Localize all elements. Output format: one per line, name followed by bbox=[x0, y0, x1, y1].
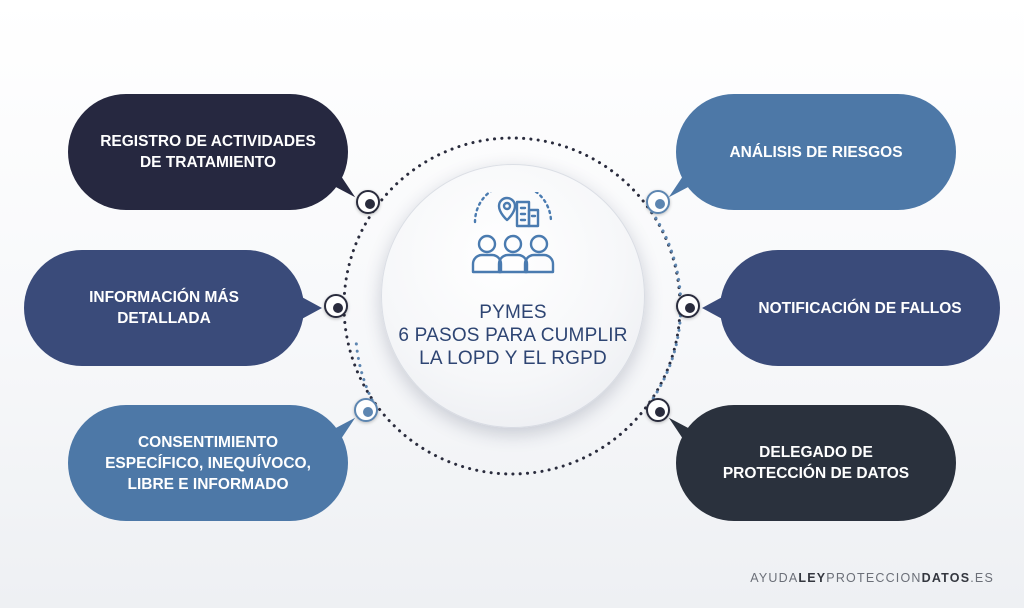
location-buildings-people-icon bbox=[471, 192, 555, 274]
center-title-line3: LA LOPD Y EL RGPD bbox=[419, 348, 607, 369]
ring-node-notificacion bbox=[676, 294, 700, 318]
ring-node-delegado bbox=[646, 398, 670, 422]
step-analisis-label: ANÁLISIS DE RIESGOS bbox=[729, 143, 903, 161]
watermark-part-5: .ES bbox=[970, 571, 994, 585]
step-consentimiento-bubble: CONSENTIMIENTO ESPECÍFICO, INEQUÍVOCO, L… bbox=[68, 405, 348, 521]
watermark-part-1: AYUDA bbox=[750, 571, 799, 585]
step-analisis-bubble: ANÁLISIS DE RIESGOS bbox=[676, 94, 956, 210]
site-watermark: AYUDALEYPROTECCIONDATOS.ES bbox=[750, 571, 994, 585]
watermark-part-2: LEY bbox=[798, 571, 827, 585]
step-delegado-label: DELEGADO DE PROTECCIÓN DE DATOS bbox=[722, 444, 910, 482]
step-registro-label: REGISTRO DE ACTIVIDADES DE TRATAMIENTO bbox=[100, 133, 316, 171]
step-consentimiento-label: CONSENTIMIENTO ESPECÍFICO, INEQUÍVOCO, L… bbox=[105, 433, 311, 493]
step-informacion-label: INFORMACIÓN MÁS DETALLADA bbox=[89, 289, 239, 327]
ring-node-registro bbox=[356, 190, 380, 214]
watermark-part-4: DATOS bbox=[921, 571, 971, 585]
center-title-line2: 6 PASOS PARA CUMPLIR bbox=[398, 325, 628, 346]
step-informacion-bubble: INFORMACIÓN MÁS DETALLADA bbox=[24, 250, 322, 366]
step-registro-bubble: REGISTRO DE ACTIVIDADES DE TRATAMIENTO bbox=[68, 94, 348, 210]
watermark-part-3: PROTECCION bbox=[826, 571, 922, 585]
center-title: PYMES 6 PASOS PARA CUMPLIR LA LOPD Y EL … bbox=[381, 301, 645, 370]
step-notificacion-bubble: NOTIFICACIÓN DE FALLOS bbox=[702, 250, 1000, 366]
center-circle: PYMES 6 PASOS PARA CUMPLIR LA LOPD Y EL … bbox=[381, 164, 645, 428]
ring-node-informacion bbox=[324, 294, 348, 318]
step-delegado-bubble: DELEGADO DE PROTECCIÓN DE DATOS bbox=[676, 405, 956, 521]
center-title-line1: PYMES bbox=[479, 302, 547, 323]
ring-node-consentimiento bbox=[354, 398, 378, 422]
ring-node-analisis bbox=[646, 190, 670, 214]
step-notificacion-label: NOTIFICACIÓN DE FALLOS bbox=[758, 299, 962, 317]
